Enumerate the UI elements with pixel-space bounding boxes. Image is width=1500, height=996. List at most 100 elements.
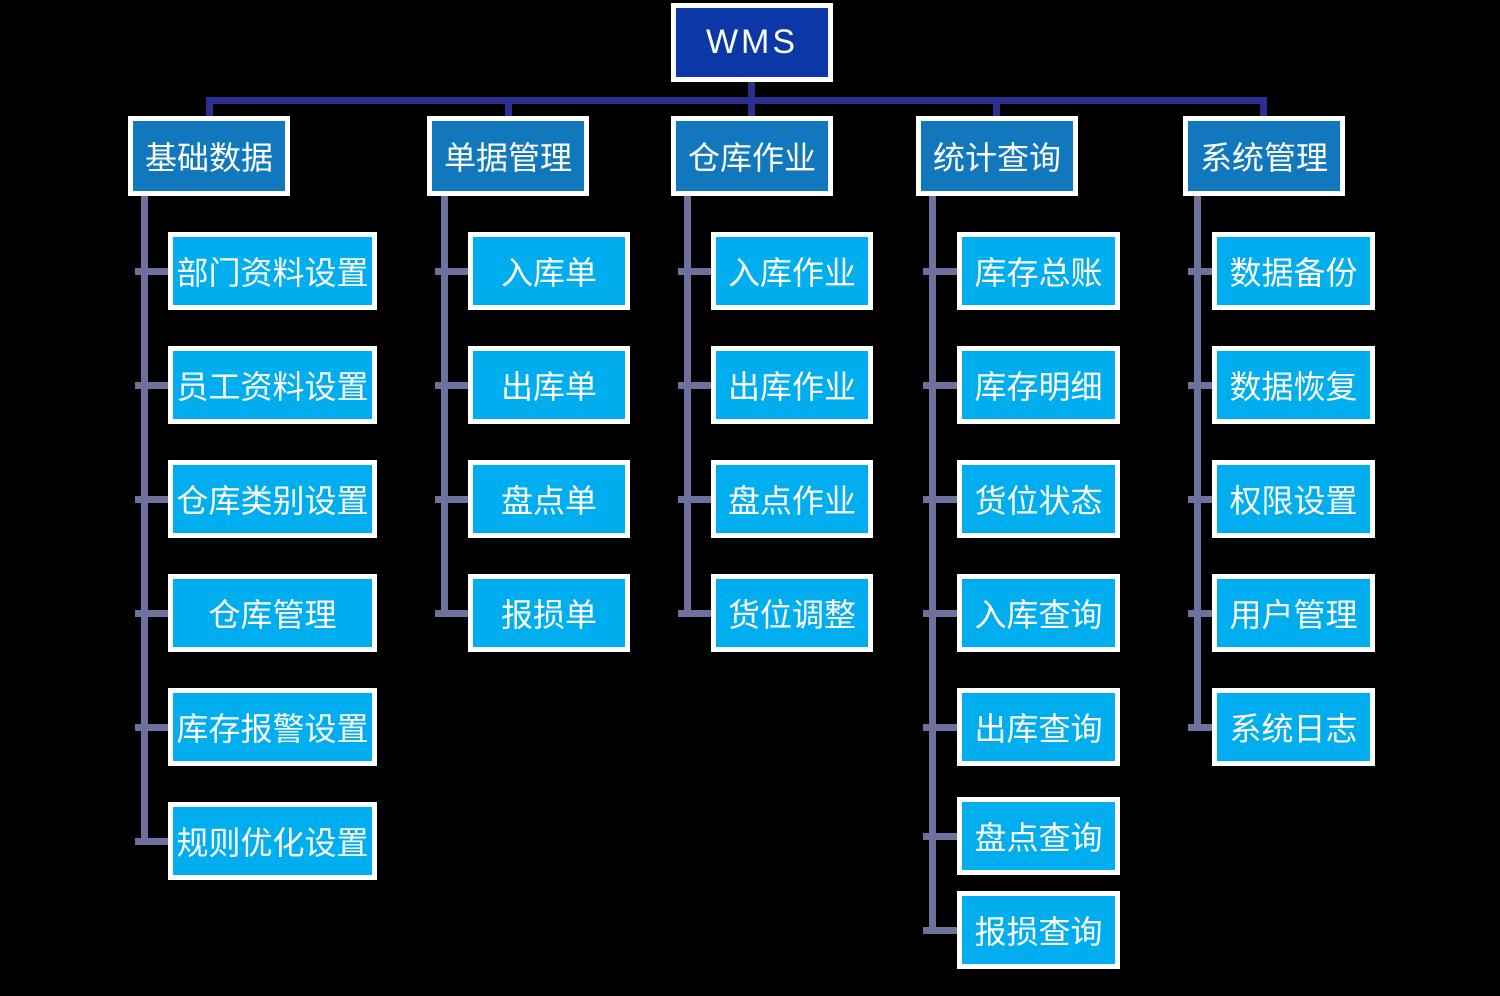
child-node: 入库单: [468, 232, 630, 310]
child-node: 盘点作业: [711, 460, 873, 538]
connector-elbow: [135, 724, 168, 731]
node-label: 权限设置: [1229, 483, 1358, 519]
node-label: WMS: [705, 23, 799, 61]
connector-elbow: [1188, 610, 1212, 617]
node-label: 系统日志: [1229, 711, 1358, 747]
connector-elbow: [135, 268, 168, 275]
category-node-basic-data: 基础数据: [128, 116, 290, 196]
node-label: 单据管理: [443, 140, 572, 176]
connector-elbow: [1188, 724, 1212, 731]
node-label: 仓库管理: [208, 597, 337, 633]
child-node: 规则优化设置: [168, 802, 377, 880]
connector-elbow: [135, 838, 168, 845]
connector-elbow: [678, 382, 711, 389]
child-node: 报损单: [468, 574, 630, 652]
node-label: 出库作业: [727, 369, 856, 405]
node-label: 入库查询: [974, 597, 1103, 633]
connector-branch-vertical-5: [1194, 196, 1201, 731]
connector-elbow: [435, 610, 468, 617]
connector-category-stub-1: [206, 97, 213, 116]
node-label: 入库作业: [727, 255, 856, 291]
child-node: 库存总账: [957, 232, 1120, 310]
child-node: 出库单: [468, 346, 630, 424]
category-node-warehouse-ops: 仓库作业: [671, 116, 833, 196]
category-node-stats-query: 统计查询: [916, 116, 1078, 196]
child-node: 部门资料设置: [168, 232, 377, 310]
child-node: 用户管理: [1212, 574, 1375, 652]
node-label: 库存总账: [974, 255, 1103, 291]
child-node: 库存报警设置: [168, 688, 377, 766]
child-node: 入库查询: [957, 574, 1120, 652]
node-label: 统计查询: [932, 140, 1061, 176]
connector-elbow: [135, 496, 168, 503]
child-node: 数据备份: [1212, 232, 1375, 310]
connector-horizontal-rail: [206, 97, 1267, 104]
node-label: 仓库作业: [687, 140, 816, 176]
node-label: 盘点查询: [974, 820, 1103, 856]
connector-elbow: [923, 833, 957, 840]
node-label: 盘点作业: [727, 483, 856, 519]
connector-branch-vertical-4: [929, 196, 936, 934]
child-node: 出库作业: [711, 346, 873, 424]
node-label: 报损查询: [974, 914, 1103, 950]
connector-elbow: [135, 382, 168, 389]
node-label: 基础数据: [144, 140, 273, 176]
child-node: 库存明细: [957, 346, 1120, 424]
connector-elbow: [435, 496, 468, 503]
connector-elbow: [1188, 496, 1212, 503]
child-node: 权限设置: [1212, 460, 1375, 538]
child-node: 盘点单: [468, 460, 630, 538]
node-label: 系统管理: [1199, 140, 1328, 176]
node-label: 仓库类别设置: [176, 483, 369, 519]
connector-elbow: [678, 610, 711, 617]
node-label: 盘点单: [500, 483, 597, 519]
connector-elbow: [435, 382, 468, 389]
connector-elbow: [435, 268, 468, 275]
connector-branch-vertical-2: [441, 196, 448, 617]
child-node: 报损查询: [957, 891, 1120, 969]
node-label: 货位调整: [727, 597, 856, 633]
node-label: 库存明细: [974, 369, 1103, 405]
connector-elbow: [923, 724, 957, 731]
connector-elbow: [923, 496, 957, 503]
node-label: 数据恢复: [1229, 369, 1358, 405]
node-label: 库存报警设置: [176, 711, 369, 747]
connector-branch-vertical-1: [141, 196, 148, 845]
node-label: 报损单: [500, 597, 597, 633]
child-node: 员工资料设置: [168, 346, 377, 424]
child-node: 盘点查询: [957, 797, 1120, 875]
node-label: 规则优化设置: [176, 825, 369, 861]
node-label: 数据备份: [1229, 255, 1358, 291]
child-node: 系统日志: [1212, 688, 1375, 766]
connector-elbow: [135, 610, 168, 617]
connector-elbow: [678, 268, 711, 275]
connector-elbow: [923, 268, 957, 275]
child-node: 仓库类别设置: [168, 460, 377, 538]
node-label: 员工资料设置: [176, 369, 369, 405]
child-node: 数据恢复: [1212, 346, 1375, 424]
node-label: 货位状态: [974, 483, 1103, 519]
child-node: 入库作业: [711, 232, 873, 310]
connector-elbow: [1188, 268, 1212, 275]
child-node: 货位调整: [711, 574, 873, 652]
node-label: 部门资料设置: [176, 255, 369, 291]
connector-category-stub-4: [993, 97, 1000, 116]
connector-elbow: [678, 496, 711, 503]
root-node-wms: WMS: [671, 3, 833, 82]
node-label: 入库单: [500, 255, 597, 291]
connector-elbow: [923, 610, 957, 617]
child-node: 出库查询: [957, 688, 1120, 766]
node-label: 用户管理: [1229, 597, 1358, 633]
connector-branch-vertical-3: [684, 196, 691, 617]
node-label: 出库单: [500, 369, 597, 405]
node-label: 出库查询: [974, 711, 1103, 747]
category-node-document-mgmt: 单据管理: [427, 116, 589, 196]
connector-category-stub-2: [505, 97, 512, 116]
connector-elbow: [1188, 382, 1212, 389]
connector-elbow: [923, 927, 957, 934]
child-node: 货位状态: [957, 460, 1120, 538]
child-node: 仓库管理: [168, 574, 377, 652]
connector-category-stub-5: [1260, 97, 1267, 116]
connector-elbow: [923, 382, 957, 389]
